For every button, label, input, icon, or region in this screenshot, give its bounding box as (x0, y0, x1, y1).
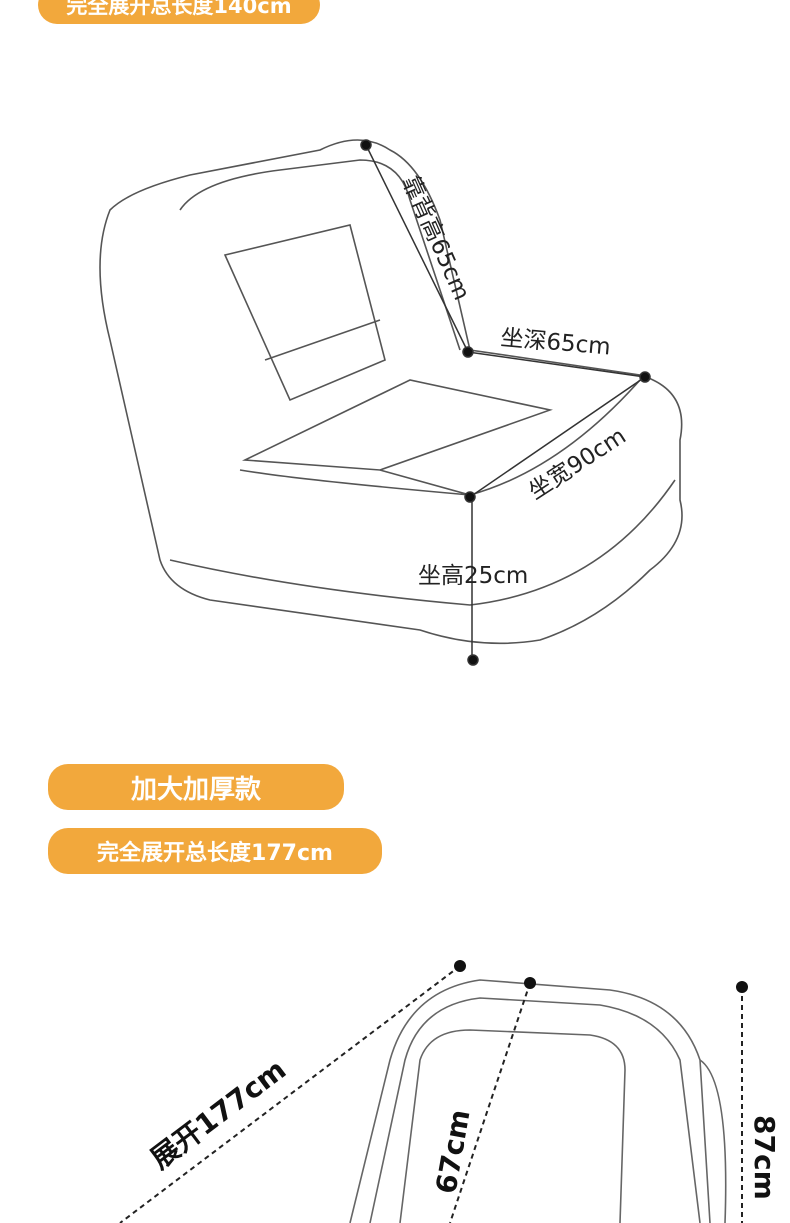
seat-depth-label: 坐深65cm (499, 325, 611, 361)
small-sofa-drawing (99, 139, 683, 645)
total-length-140-banner: 完全展开总长度140cm (38, 0, 320, 24)
seat-height-label: 坐高25cm (418, 563, 528, 589)
back-length-label: 67cm (429, 1107, 476, 1196)
height-label: 87cm (748, 1115, 781, 1200)
large-sofa-dimension-lines (119, 965, 743, 1223)
total-length-177-pill: 完全展开总长度177cm (48, 828, 382, 874)
model-title-pill: 加大加厚款 (48, 764, 344, 810)
unfolded-length-label: 展开177cm (144, 1053, 292, 1176)
small-sofa-dimension-lines (360, 139, 651, 666)
large-sofa-drawing (349, 979, 727, 1223)
